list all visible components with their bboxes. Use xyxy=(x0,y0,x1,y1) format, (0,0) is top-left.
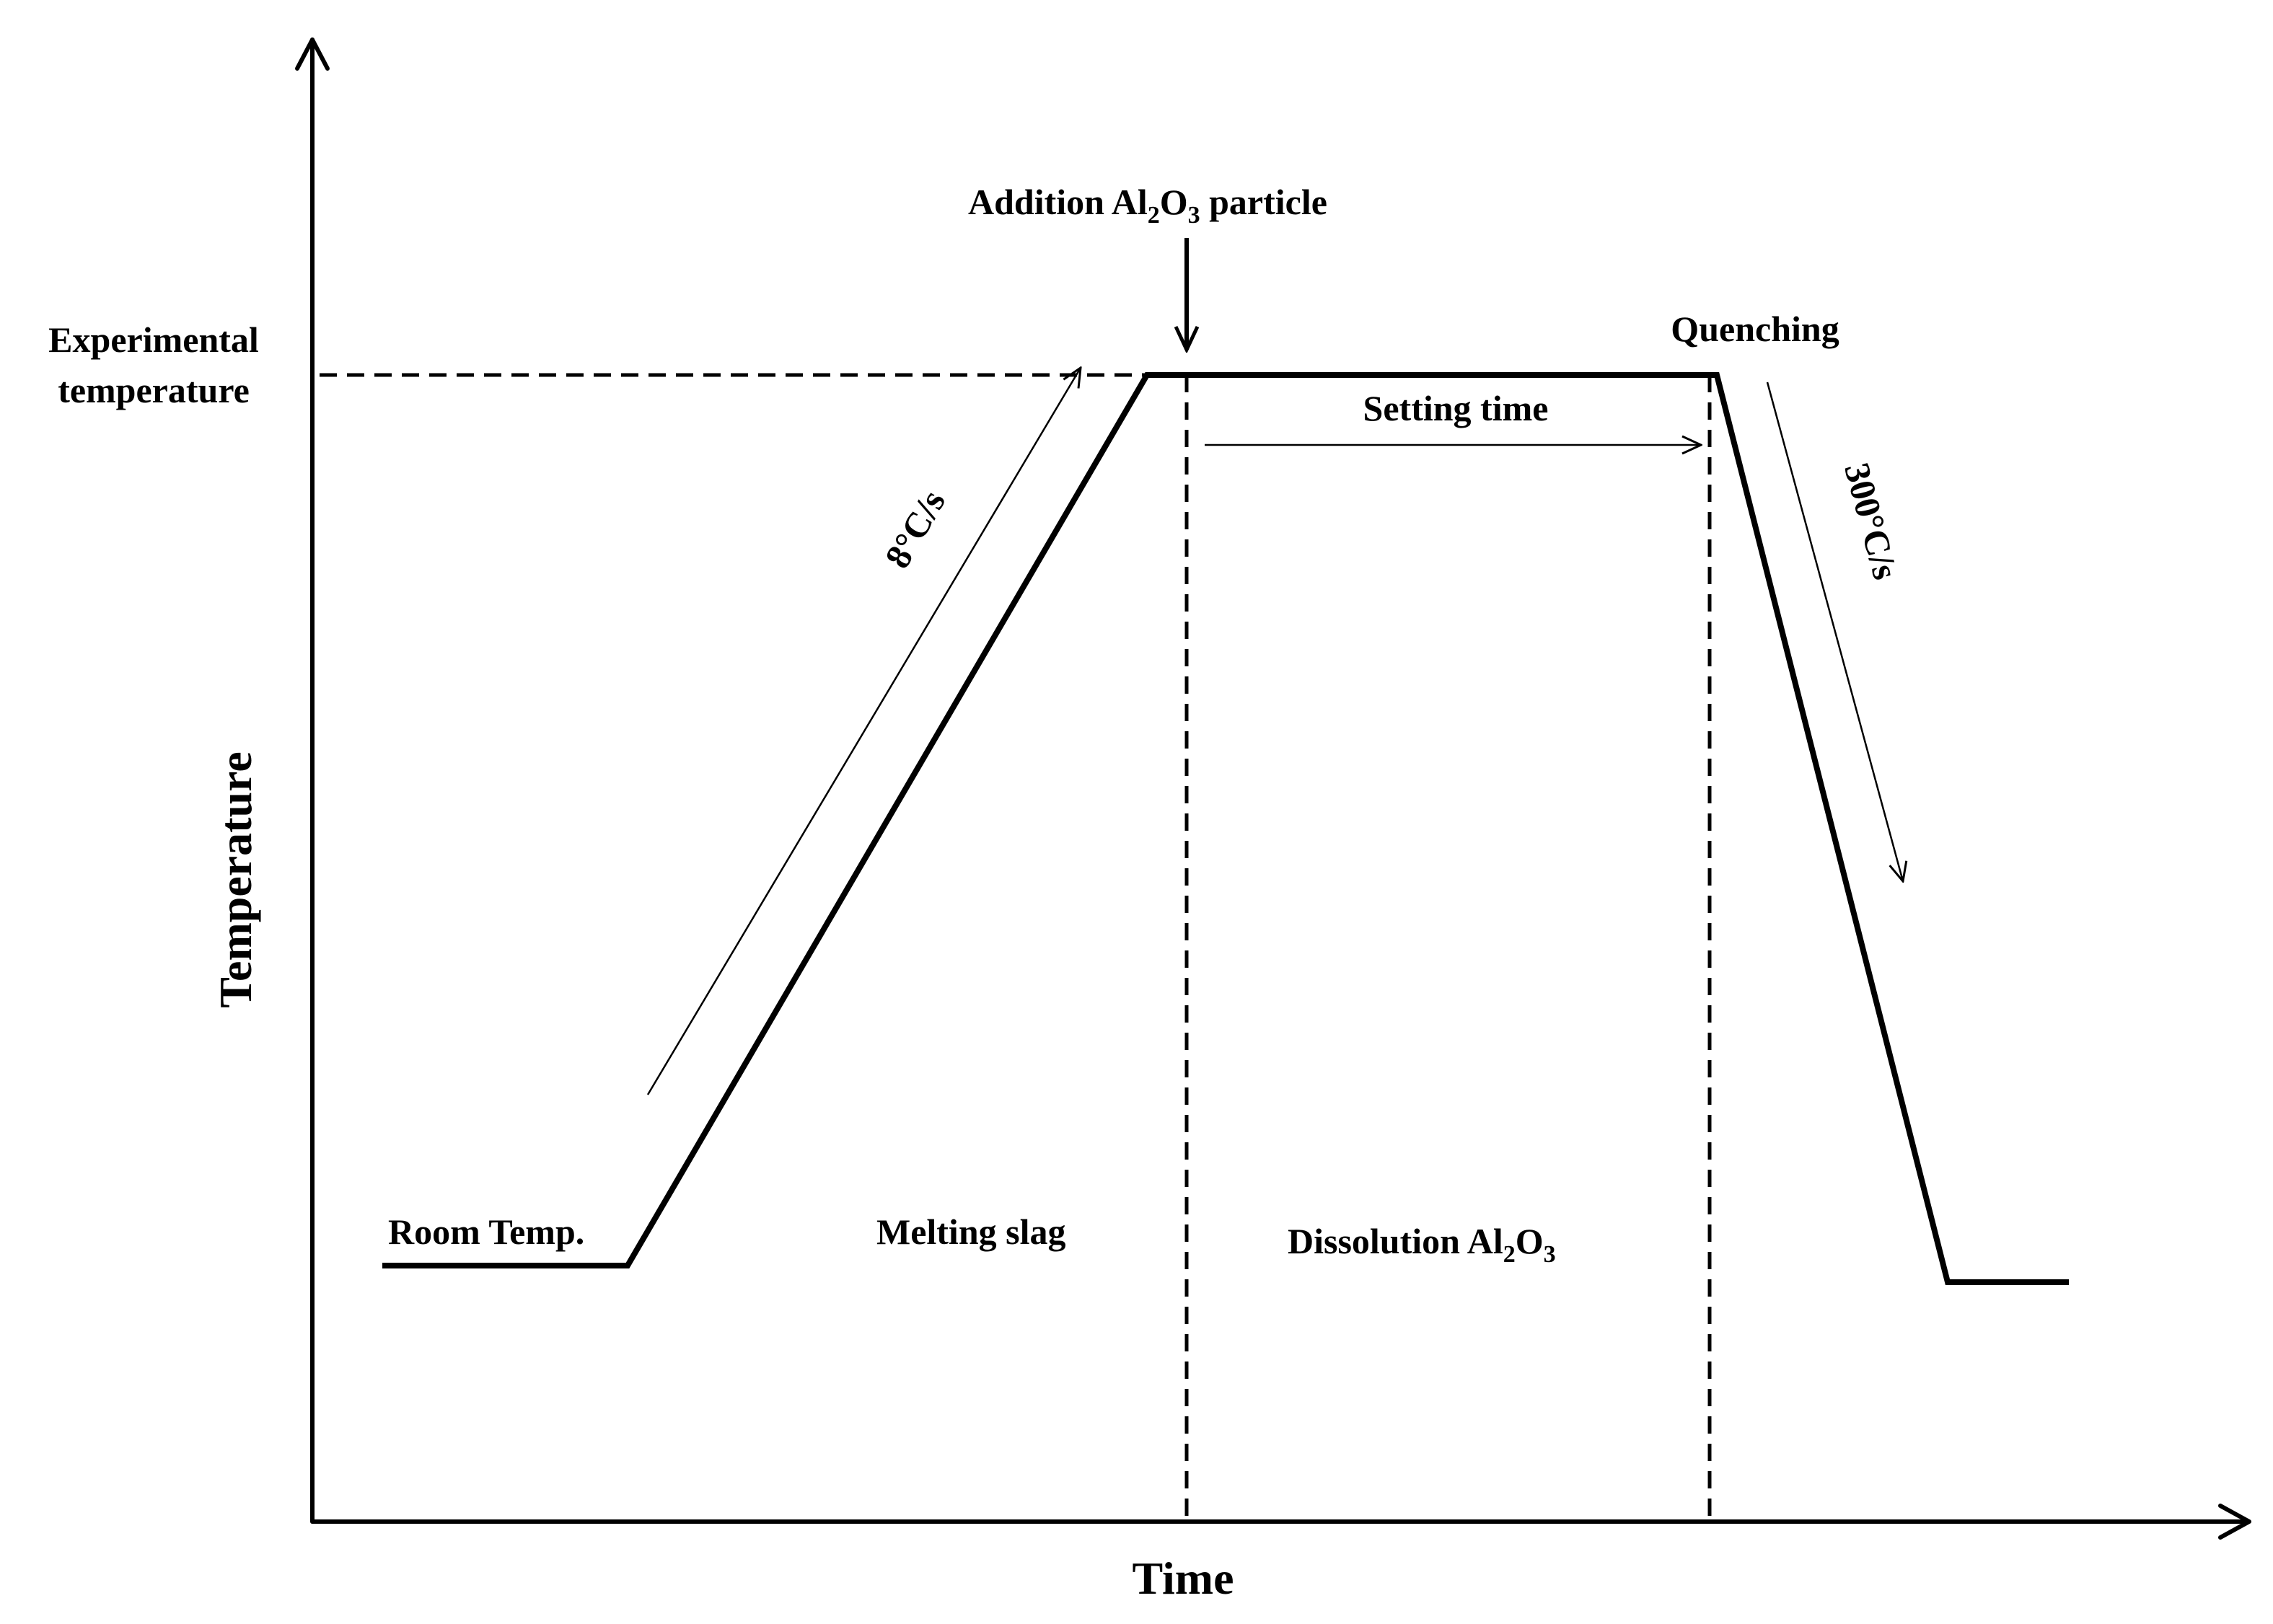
experimental-temperature-label-line1: Experimental xyxy=(48,319,259,360)
y-axis-title: Temperature xyxy=(210,751,261,1008)
cooling-rate-label: 300°C/s xyxy=(1837,459,1907,583)
y-axis-arrowhead xyxy=(295,37,330,71)
addition-label: Addition Al2O3 particle xyxy=(968,182,1327,229)
x-axis-arrowhead xyxy=(2218,1504,2251,1540)
setting-time-label: Setting time xyxy=(1363,388,1549,428)
quenching-label: Quenching xyxy=(1671,309,1839,349)
heating-rate-label: 8°C/s xyxy=(876,483,953,575)
experimental-temperature-label-line2: temperature xyxy=(58,370,250,410)
temperature-profile xyxy=(382,372,2069,1285)
melting-slag-label: Melting slag xyxy=(876,1212,1065,1252)
x-axis-title: Time xyxy=(1132,1553,1234,1604)
heating-rate-arrow xyxy=(646,368,1081,1095)
room-temp-label: Room Temp. xyxy=(388,1212,584,1252)
dissolution-label: Dissolution Al2O3 xyxy=(1288,1221,1556,1268)
cooling-rate-arrow xyxy=(1766,381,1903,881)
